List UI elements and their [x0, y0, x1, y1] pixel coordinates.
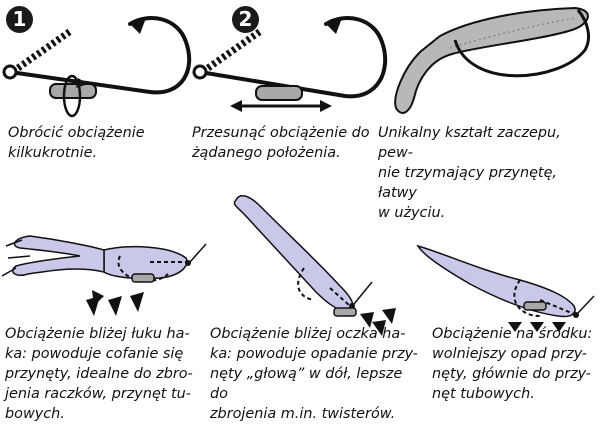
- step-1-caption: Obrócić obciążenie kilkukrotnie.: [8, 125, 145, 161]
- tube-bait-illustration: [416, 244, 595, 332]
- step-2-badge: 2: [232, 6, 259, 33]
- placement-eye-caption: Obciążenie bliżej oczka ha- ka: powoduje…: [210, 326, 418, 422]
- step-2-hook-illustration: [192, 16, 388, 112]
- step-1-hook-illustration: [2, 16, 192, 118]
- step-1-badge: 1: [6, 6, 33, 33]
- hook-feature-caption: Unikalny kształt zaczepu, pew- nie trzym…: [378, 125, 561, 221]
- placement-bend-caption: Obciążenie bliżej łuku ha- ka: powoduje …: [5, 326, 193, 422]
- worm-on-hook-illustration: [394, 6, 590, 114]
- crawfish-bait-illustration: [1, 235, 207, 316]
- placement-middle-caption: Obciążenie na środku: wolniejszy opad pr…: [432, 326, 593, 402]
- twister-bait-illustration: [233, 195, 396, 336]
- step-2-caption: Przesunąć obciążenie do żądanego położen…: [192, 125, 370, 161]
